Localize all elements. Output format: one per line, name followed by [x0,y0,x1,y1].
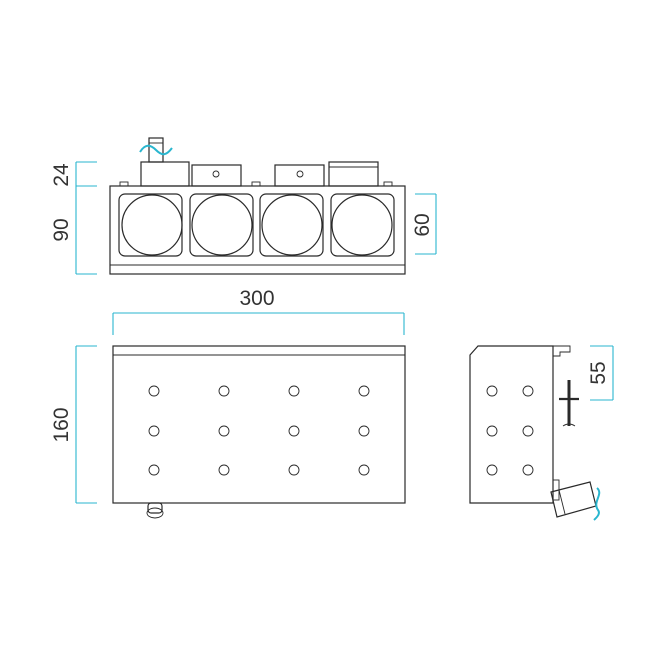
top-housing [112,345,406,504]
front-view [109,137,406,275]
cable-gland [148,137,164,163]
top-hole [288,425,300,437]
side-hole [486,425,498,437]
side-hole [486,464,498,476]
lamp-recess-2 [189,193,254,257]
top-hole [288,464,300,476]
top-view [112,345,406,519]
side-housing [469,345,554,504]
dimension-60: 60 [411,213,434,236]
top-hole [358,425,370,437]
bracket-hole-2 [296,170,304,178]
lamp-2 [191,194,253,256]
lamp-recess-3 [259,193,324,257]
dimension-24: 24 [50,163,73,187]
side-view [469,345,601,521]
lamp-4 [331,194,393,256]
top-hole [148,464,160,476]
top-hole [358,464,370,476]
side-dimensions: 55 [587,345,614,401]
side-hole [522,385,534,397]
bracket-hole-1 [212,170,220,178]
connector-box-right [328,161,379,187]
dimension-300: 300 [239,287,274,310]
dimension-55: 55 [587,361,610,384]
cable-wire-icon [139,144,173,156]
top-hole [218,385,230,397]
side-hole-grid [486,385,534,476]
dimension-160: 160 [50,407,73,442]
front-dimensions: 24 90 60 300 [50,161,437,335]
top-hole-grid [148,385,370,476]
lamp-recess-4 [330,193,395,257]
top-hole [148,385,160,397]
top-hole [218,464,230,476]
lamp-3 [261,194,323,256]
lamp-1 [121,194,183,256]
front-housing [109,185,406,275]
side-hole [522,425,534,437]
connector-box [140,161,190,187]
top-hole [218,425,230,437]
top-cable-gland [147,502,163,514]
top-hole [148,425,160,437]
front-clip-left [119,181,129,187]
mounting-bracket-1 [191,164,242,187]
side-hole [522,464,534,476]
side-cable-wire-icon [593,487,601,521]
dimension-90: 90 [50,218,73,241]
side-cable-gland [550,481,601,521]
front-clip-right [383,181,393,187]
front-clip-middle [251,181,261,187]
lamp-group [118,193,395,257]
top-dimensions: 160 [50,345,97,504]
top-hole [288,385,300,397]
top-hole [358,385,370,397]
mounting-bracket-2 [274,164,325,187]
side-clip-top [553,345,571,357]
side-hole [486,385,498,397]
